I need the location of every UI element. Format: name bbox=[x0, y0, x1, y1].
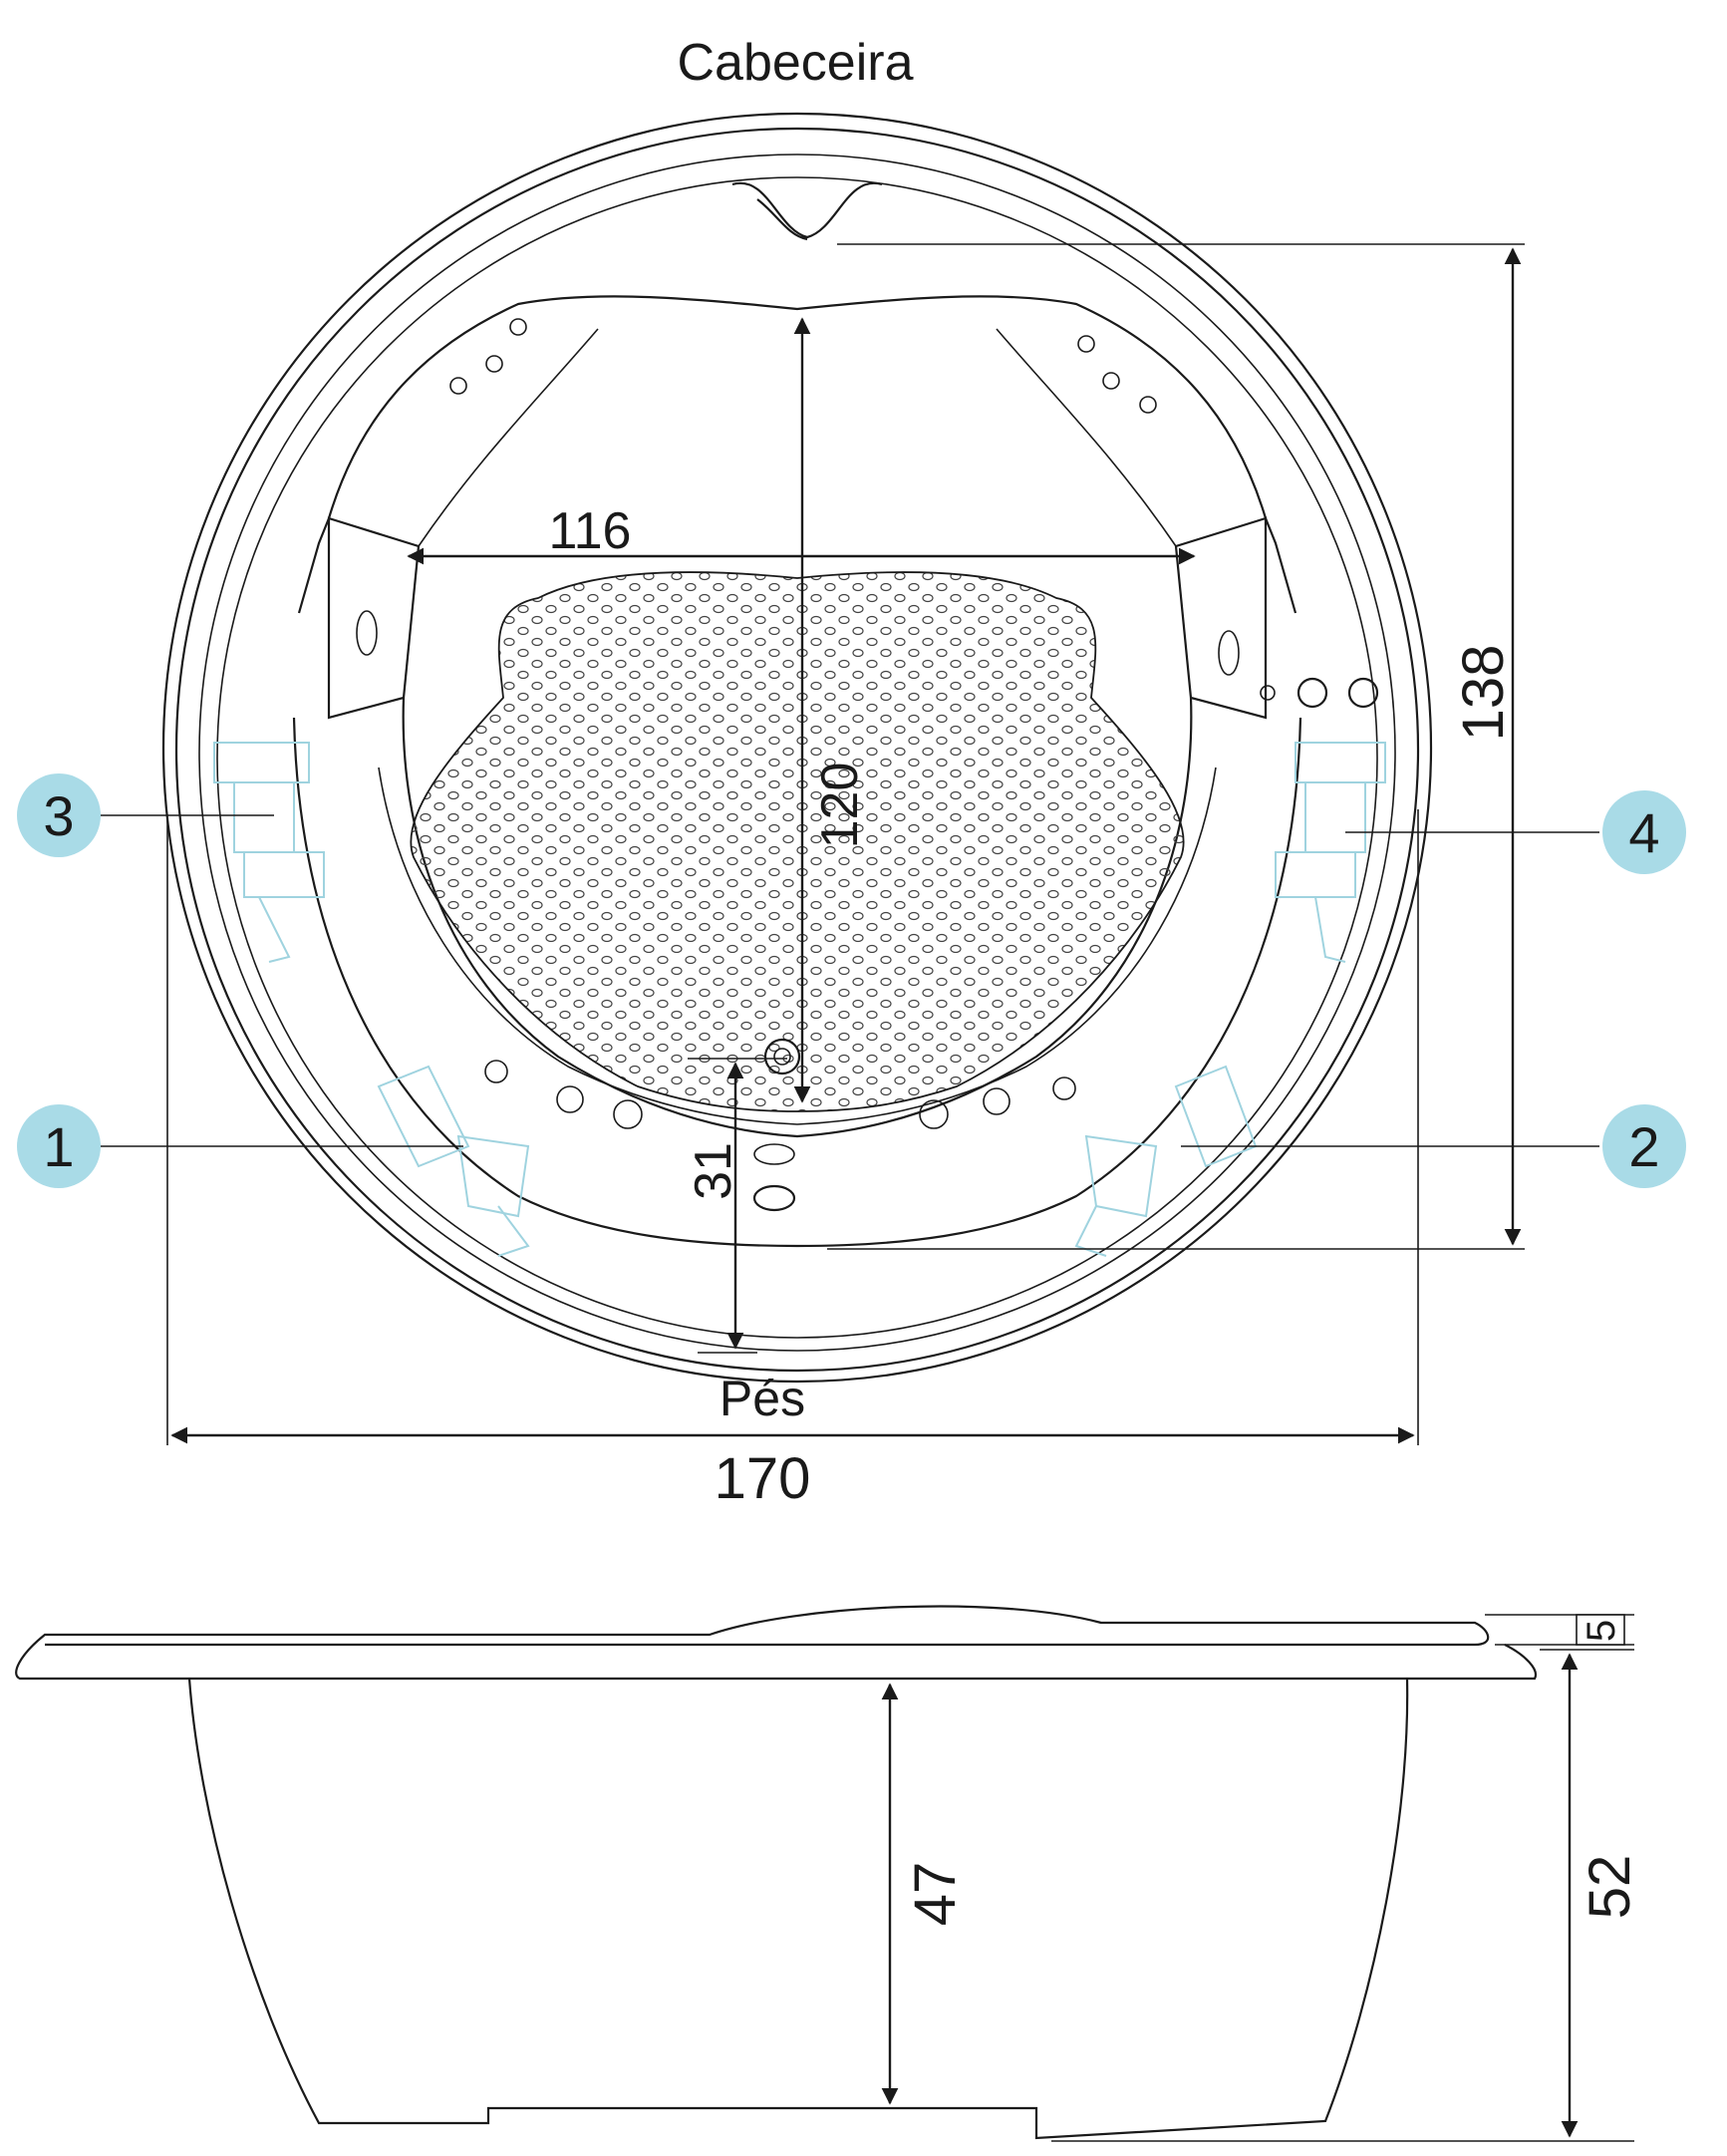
side-body bbox=[187, 1678, 1409, 2140]
svg-text:116: 116 bbox=[549, 502, 632, 560]
dim-inner-length: 120 bbox=[793, 317, 869, 1103]
pump-2-icon bbox=[1074, 1065, 1258, 1257]
svg-text:138: 138 bbox=[1451, 645, 1516, 742]
jet-icon bbox=[919, 1077, 1076, 1129]
svg-text:4: 4 bbox=[1628, 801, 1659, 864]
jets bbox=[356, 318, 1379, 1212]
pump-1-icon bbox=[377, 1065, 530, 1257]
side-view: 5 52 47 bbox=[15, 1605, 1642, 2142]
dim-total-height: 52 bbox=[1051, 1649, 1642, 2142]
svg-text:52: 52 bbox=[1578, 1855, 1642, 1920]
seat-inner-contour bbox=[378, 328, 1217, 1125]
svg-text:1: 1 bbox=[43, 1115, 74, 1178]
head-label: Cabeceira bbox=[677, 34, 913, 92]
feet-label: Pés bbox=[720, 1371, 805, 1426]
dim-outer-width: 170 bbox=[166, 809, 1419, 1511]
dim-outer-depth: 138 bbox=[827, 243, 1525, 1250]
pump-3-icon bbox=[213, 742, 325, 963]
svg-text:3: 3 bbox=[43, 784, 74, 847]
headrest-notch bbox=[731, 181, 883, 241]
callouts: 3 1 4 2 bbox=[17, 773, 1686, 1188]
callout-badge-4: 4 bbox=[1602, 790, 1686, 874]
callout-badge-2: 2 bbox=[1602, 1104, 1686, 1188]
jet-icon bbox=[752, 1143, 796, 1212]
callout-badge-3: 3 bbox=[17, 773, 101, 857]
svg-text:47: 47 bbox=[903, 1862, 968, 1927]
seat-contour bbox=[297, 295, 1297, 1138]
jet-icon bbox=[1260, 677, 1379, 709]
jet-icon bbox=[1077, 335, 1157, 414]
callout-badge-1: 1 bbox=[17, 1104, 101, 1188]
side-rim bbox=[15, 1605, 1538, 1681]
svg-text:2: 2 bbox=[1628, 1115, 1659, 1178]
outer-seat-contour bbox=[292, 717, 1302, 1248]
side-base bbox=[487, 2108, 1037, 2138]
svg-text:170: 170 bbox=[715, 1446, 811, 1511]
jet-icon bbox=[356, 610, 1240, 676]
dim-inner-depth: 47 bbox=[881, 1683, 968, 2105]
top-view: Cabeceira bbox=[17, 34, 1686, 1511]
svg-text:120: 120 bbox=[811, 763, 869, 849]
pump-4-icon bbox=[1275, 742, 1386, 963]
jet-icon bbox=[484, 1060, 643, 1129]
tub-rim bbox=[161, 112, 1433, 1384]
svg-text:5: 5 bbox=[1580, 1620, 1623, 1642]
dim-rim: 5 bbox=[1485, 1614, 1634, 1646]
dim-seat-offset: 31 bbox=[685, 1058, 787, 1354]
svg-text:31: 31 bbox=[685, 1142, 742, 1200]
jet-icon bbox=[449, 318, 527, 395]
